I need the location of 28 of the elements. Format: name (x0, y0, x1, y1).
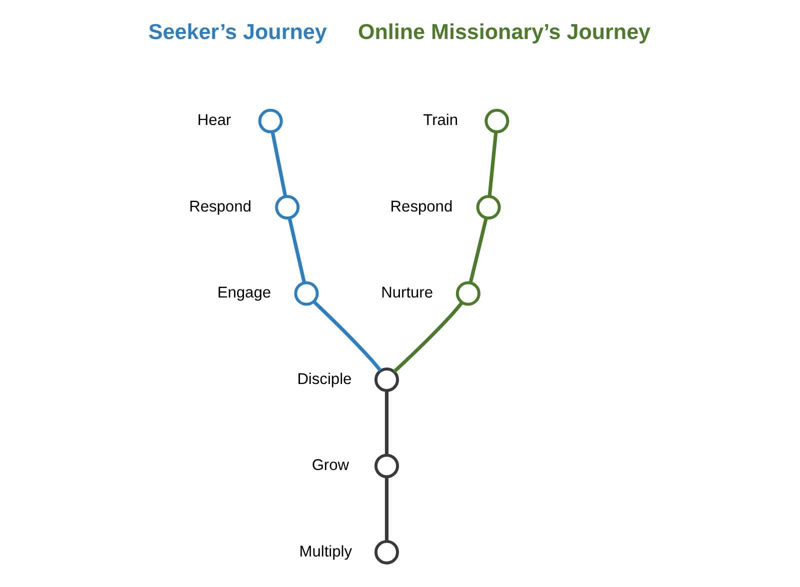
node-label: Disciple (296, 370, 352, 388)
node-circle (484, 108, 509, 134)
connector (487, 132, 498, 196)
node-label: Train (422, 112, 458, 130)
label: Seeker’s Journey (148, 18, 326, 44)
node-circle (455, 281, 480, 306)
node-label: Nurture (380, 284, 433, 302)
connector (287, 218, 306, 284)
node-label: Respond (188, 198, 251, 216)
node-label: Grow (311, 457, 349, 474)
node-circle (258, 108, 282, 134)
node-label: Respond (390, 198, 452, 216)
label: Online Missionary’s Journey (357, 18, 650, 44)
connector (384, 390, 388, 455)
connector (312, 300, 382, 372)
connector (468, 218, 488, 284)
connector (384, 476, 388, 541)
node-circle (374, 454, 398, 478)
node-label: Hear (196, 112, 231, 130)
node-circle (374, 540, 398, 564)
node-circle (274, 194, 300, 220)
node-label: Multiply (298, 543, 352, 560)
connector (392, 302, 463, 374)
node-circle (374, 367, 398, 392)
node-label: Engage (216, 284, 271, 302)
node-circle (294, 281, 318, 306)
node-circle (476, 194, 500, 220)
connector (270, 131, 287, 197)
